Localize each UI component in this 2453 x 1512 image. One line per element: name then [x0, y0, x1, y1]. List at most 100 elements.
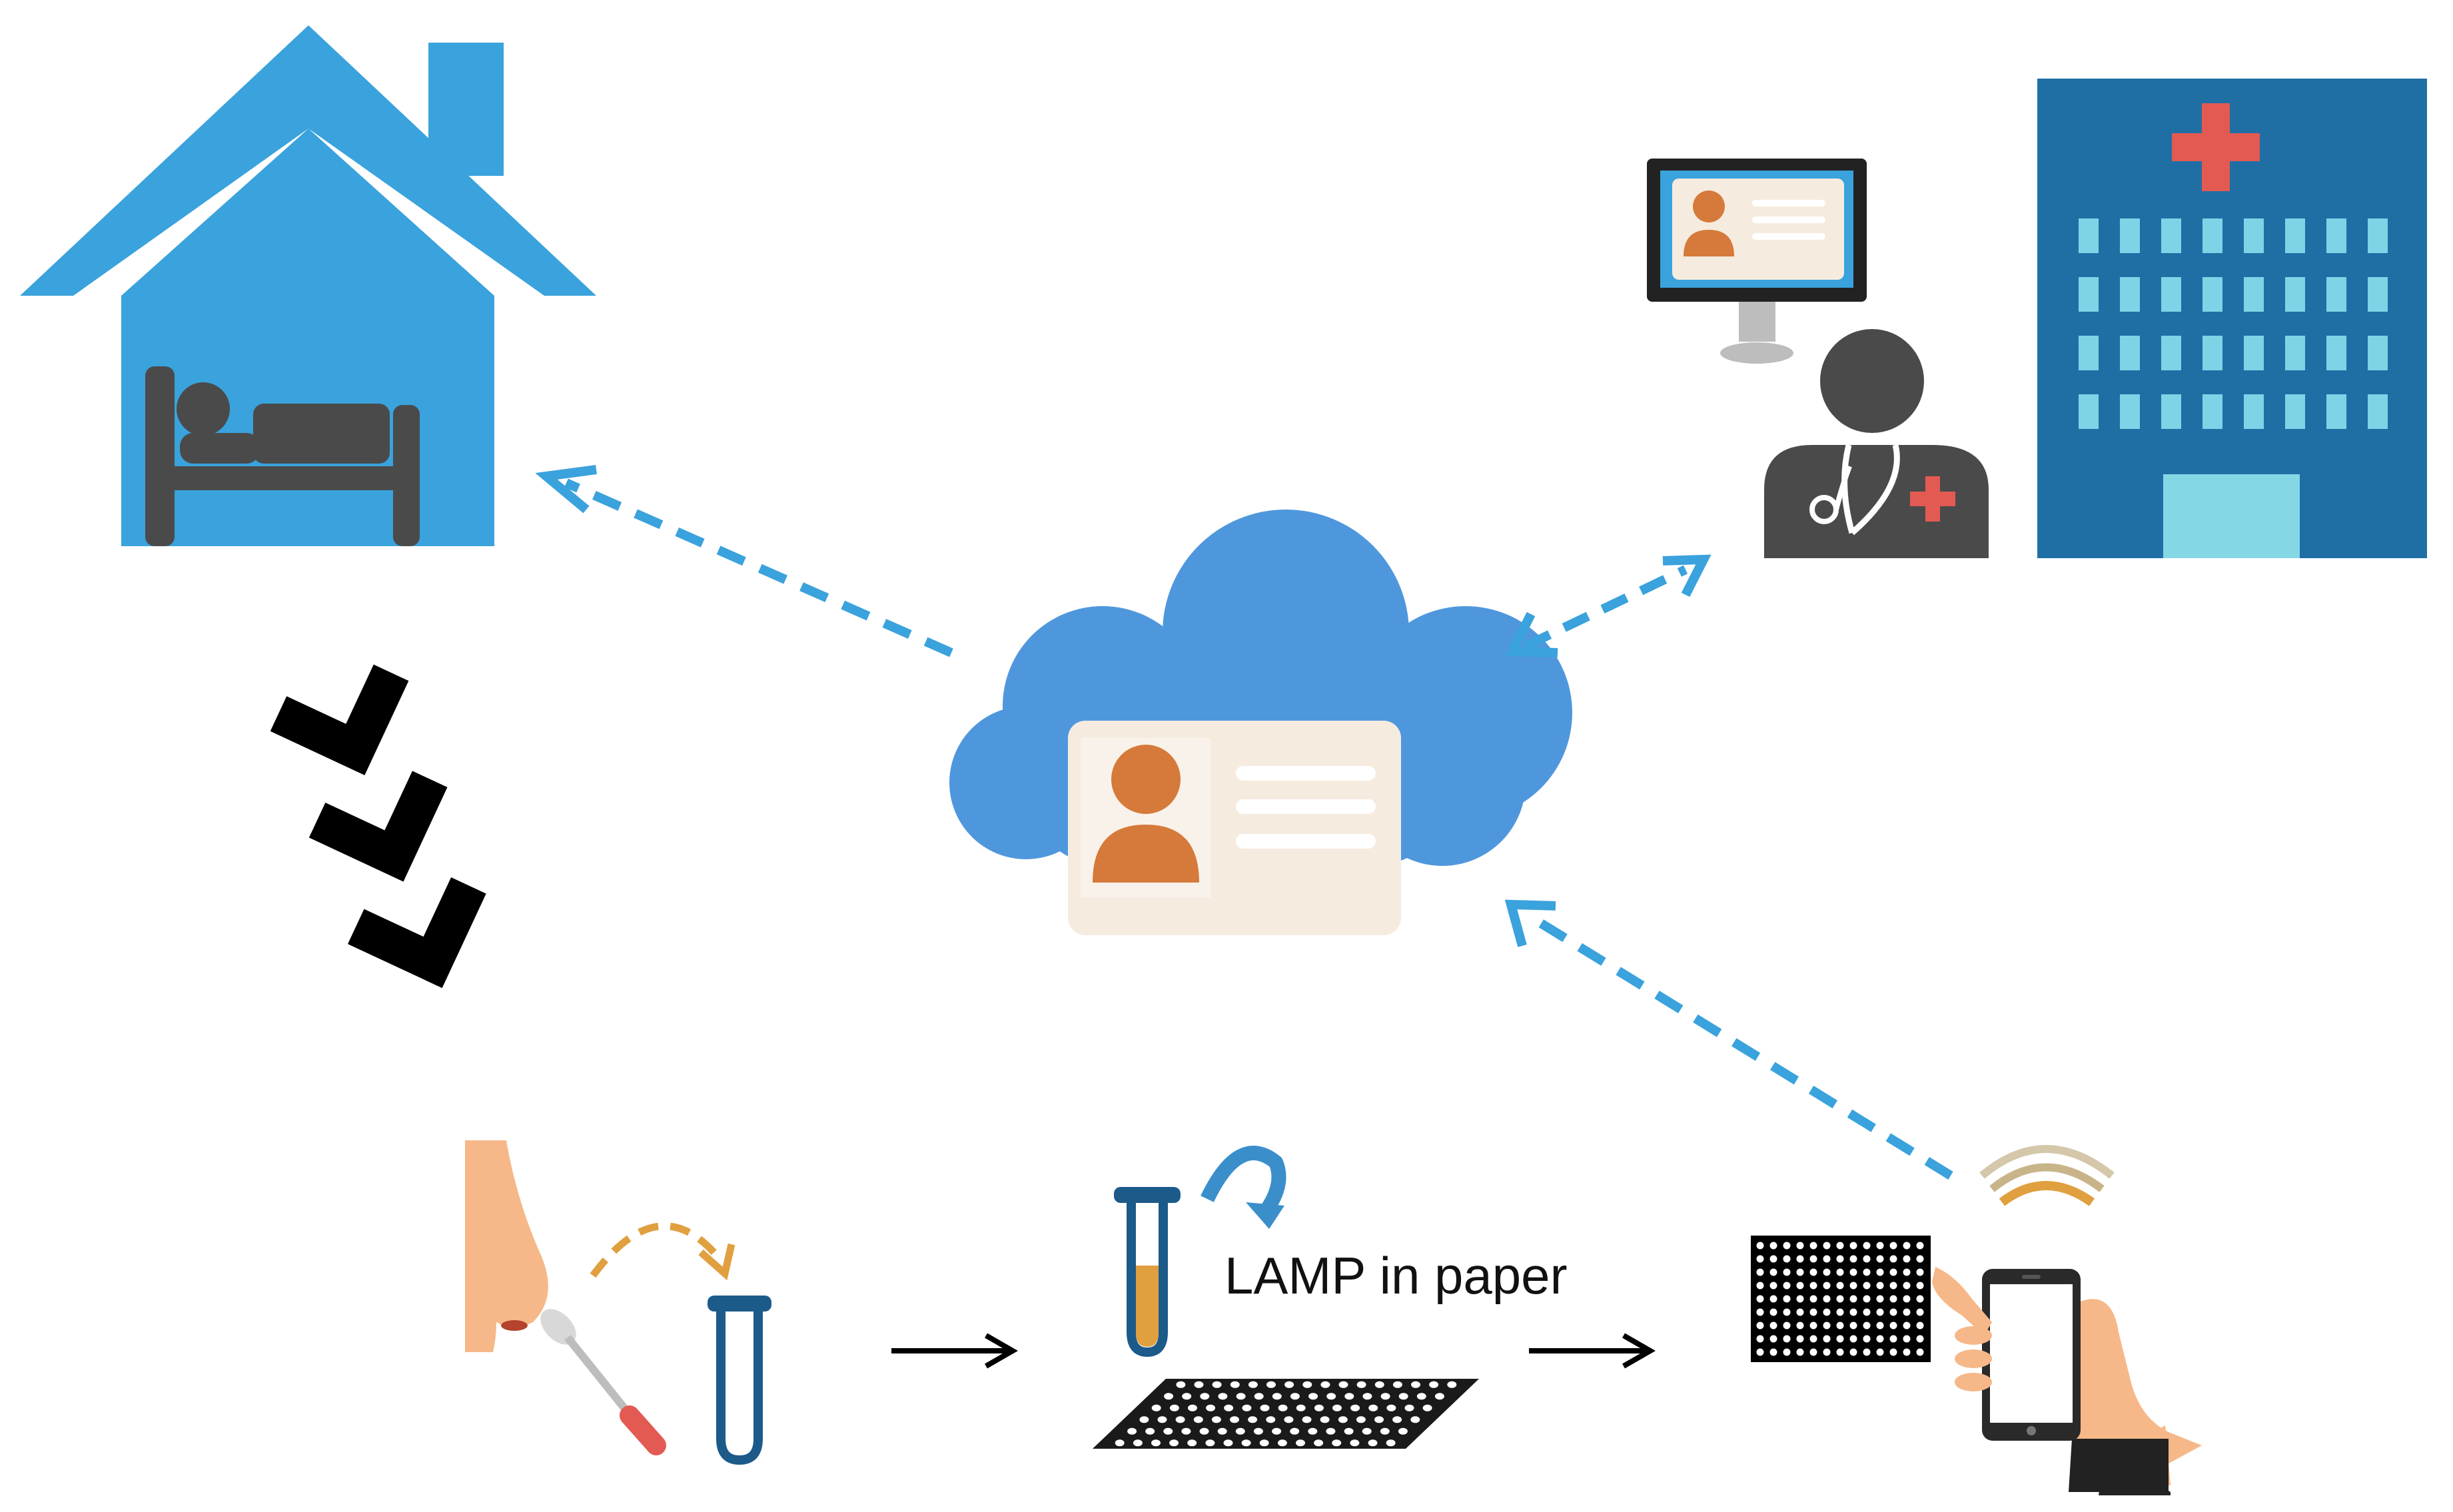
result-well	[1809, 1282, 1817, 1290]
paper-well	[1302, 1381, 1312, 1388]
result-well	[1903, 1268, 1911, 1276]
result-well	[1783, 1335, 1791, 1343]
result-well	[1836, 1295, 1844, 1303]
patient-record-card-icon	[1068, 721, 1401, 935]
result-well	[1849, 1268, 1857, 1276]
arrow-cloud-hospital-bidirectional	[1504, 554, 1712, 657]
paper-well	[1230, 1416, 1239, 1423]
result-well	[1876, 1322, 1884, 1329]
hospital-window	[2161, 277, 2181, 312]
paper-well	[1259, 1439, 1269, 1447]
hospital-window	[2326, 277, 2346, 312]
result-well	[1756, 1335, 1764, 1343]
hospital-window	[2079, 277, 2099, 312]
result-well	[1783, 1282, 1791, 1290]
paper-well	[1206, 1404, 1216, 1411]
result-plate-icon	[1751, 1236, 1931, 1362]
arrow-cloud-to-home	[535, 465, 953, 657]
paper-well	[1212, 1381, 1222, 1388]
result-well	[1769, 1308, 1777, 1316]
result-well	[1876, 1255, 1884, 1263]
paper-well	[1326, 1427, 1336, 1435]
result-well	[1809, 1295, 1817, 1303]
result-well	[1756, 1282, 1764, 1290]
hospital-window	[2079, 218, 2099, 253]
result-well	[1796, 1268, 1804, 1276]
result-well	[1796, 1308, 1804, 1316]
hospital-window	[2203, 218, 2222, 253]
paper-well	[1242, 1404, 1252, 1411]
result-well	[1809, 1308, 1817, 1316]
result-well	[1903, 1322, 1911, 1329]
hospital-window	[2161, 394, 2181, 429]
result-well	[1836, 1348, 1844, 1356]
result-well	[1769, 1255, 1777, 1263]
sample-tube-icon	[1114, 1187, 1181, 1357]
result-well	[1823, 1322, 1831, 1329]
result-well	[1836, 1282, 1844, 1290]
hospital-window	[2285, 218, 2305, 253]
result-well	[1756, 1348, 1764, 1356]
hospital-window	[2244, 277, 2264, 312]
result-well	[1863, 1322, 1871, 1329]
paper-well	[1386, 1404, 1396, 1411]
result-well	[1756, 1322, 1764, 1329]
paper-well	[1422, 1404, 1432, 1411]
paper-well	[1362, 1393, 1372, 1400]
hospital-window	[2326, 336, 2346, 370]
result-well	[1769, 1282, 1777, 1290]
result-well	[1916, 1308, 1924, 1316]
paper-well	[1218, 1393, 1228, 1400]
result-well	[1783, 1268, 1791, 1276]
paper-well	[1404, 1404, 1414, 1411]
result-well	[1903, 1282, 1911, 1290]
result-well	[1796, 1335, 1804, 1343]
paper-well	[1434, 1393, 1444, 1400]
paper-well	[1320, 1416, 1330, 1423]
result-well	[1889, 1255, 1897, 1263]
result-well	[1876, 1348, 1884, 1356]
paper-well	[1115, 1439, 1125, 1447]
hospital-window	[2368, 218, 2388, 253]
hospital-window	[2203, 394, 2222, 429]
paper-well	[1151, 1404, 1161, 1411]
result-well	[1823, 1335, 1831, 1343]
paper-well	[1320, 1381, 1330, 1388]
paper-well	[1260, 1404, 1270, 1411]
hospital-window	[2079, 336, 2099, 370]
result-well	[1769, 1348, 1777, 1356]
hospital-window	[2326, 218, 2346, 253]
result-well	[1903, 1242, 1911, 1250]
paper-well	[1205, 1439, 1215, 1447]
result-well	[1836, 1335, 1844, 1343]
result-well	[1849, 1282, 1857, 1290]
paper-well	[1284, 1381, 1294, 1388]
result-well	[1756, 1255, 1764, 1263]
paper-well	[1308, 1393, 1318, 1400]
result-well	[1916, 1255, 1924, 1263]
result-well	[1796, 1348, 1804, 1356]
paper-well	[1308, 1427, 1318, 1435]
result-well	[1849, 1255, 1857, 1263]
paper-well	[1194, 1381, 1204, 1388]
hospital-window	[2079, 394, 2099, 429]
hospital-window	[2120, 277, 2140, 312]
result-well	[1796, 1322, 1804, 1329]
result-well	[1889, 1282, 1897, 1290]
result-well	[1876, 1242, 1884, 1250]
paper-well	[1332, 1439, 1342, 1447]
result-well	[1823, 1242, 1831, 1250]
result-well	[1876, 1268, 1884, 1276]
result-well	[1876, 1335, 1884, 1343]
result-well	[1903, 1308, 1911, 1316]
result-well	[1849, 1295, 1857, 1303]
result-well	[1756, 1268, 1764, 1276]
hospital-window	[2161, 336, 2181, 370]
hospital-window	[2368, 394, 2388, 429]
paper-well	[1284, 1416, 1294, 1423]
result-well	[1836, 1322, 1844, 1329]
paper-well	[1266, 1381, 1276, 1388]
process-arrow-1	[891, 1333, 1019, 1369]
result-well	[1836, 1308, 1844, 1316]
result-well	[1849, 1335, 1857, 1343]
